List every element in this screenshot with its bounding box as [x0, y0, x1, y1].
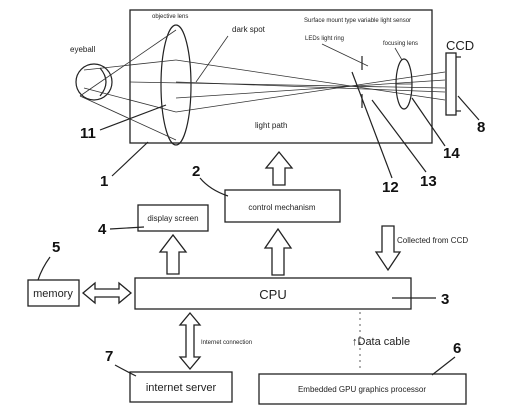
ccd-label: CCD — [446, 38, 474, 53]
num-7: 7 — [105, 348, 113, 365]
pointer-14 — [411, 97, 446, 147]
sensor-label: Surface mount type variable light sensor — [304, 18, 411, 24]
num-1: 1 — [100, 173, 108, 190]
eyeball-shape — [75, 63, 113, 101]
light-path-label: light path — [255, 121, 287, 130]
num-3: 3 — [441, 291, 449, 308]
light-ray — [79, 95, 177, 141]
pointer-5 — [37, 256, 51, 281]
num-5: 5 — [52, 239, 60, 256]
focusing-lens-label: focusing lens — [383, 41, 418, 47]
led-ring-pointer — [321, 43, 369, 67]
num-8: 8 — [477, 119, 485, 136]
num-12: 12 — [382, 179, 399, 196]
optical-housing-box — [129, 9, 433, 144]
focusing-lens-pointer — [394, 47, 403, 61]
arrow-control-to-housing — [264, 150, 294, 186]
gpu-label: Embedded GPU graphics processor — [298, 385, 426, 394]
light-ray — [79, 29, 177, 97]
cpu-label: CPU — [259, 287, 286, 302]
pointer-4 — [109, 226, 145, 230]
dark-spot-pointer — [195, 35, 229, 83]
light-ray — [83, 59, 177, 71]
light-ray — [83, 87, 177, 113]
pointer-6 — [431, 356, 456, 376]
arrow-cpu-to-control — [263, 227, 293, 276]
pointer-2 — [199, 177, 229, 197]
objective-lens-shape — [160, 24, 192, 146]
pointer-1 — [111, 141, 149, 177]
internet-server-label: internet server — [146, 382, 217, 394]
eye-cornea — [99, 67, 107, 97]
arrow-ccd-to-cpu — [374, 225, 402, 272]
pointer-7 — [114, 364, 137, 377]
internet-server-box — [129, 371, 233, 403]
eyeball-label: eyeball — [70, 45, 96, 54]
arrow-cpu-to-display — [158, 233, 188, 275]
arrow-cpu-internet — [178, 311, 202, 371]
pointer-8 — [457, 95, 480, 121]
led-ring-label: LEDs light ring — [305, 36, 344, 42]
light-ray — [175, 79, 446, 99]
num-11: 11 — [80, 125, 96, 142]
pointer-11 — [99, 104, 167, 131]
cpu-box — [134, 277, 412, 310]
num-2: 2 — [192, 163, 200, 180]
light-ray — [175, 71, 446, 113]
num-13: 13 — [420, 173, 437, 190]
control-mechanism-box — [224, 189, 341, 223]
control-mechanism-label: control mechanism — [248, 203, 315, 212]
light-ray — [175, 59, 446, 101]
pointer-13 — [371, 99, 427, 173]
memory-box — [27, 279, 80, 307]
internet-connection-label: Internet connection — [201, 340, 252, 346]
ccd-sensor — [445, 52, 457, 116]
objective-lens-label: objective lens — [152, 14, 188, 20]
display-screen-label: display screen — [147, 214, 198, 223]
memory-label: memory — [33, 288, 73, 300]
collected-from-ccd-label: Collected from CCD — [397, 236, 468, 245]
data-cable-label: ↑Data cable — [352, 336, 410, 348]
optical-axis — [129, 81, 446, 89]
num-14: 14 — [443, 145, 460, 162]
arrow-memory-cpu — [81, 281, 133, 305]
pointer-12 — [351, 71, 393, 179]
num-6: 6 — [453, 340, 461, 357]
display-screen-box — [137, 204, 209, 232]
gpu-box — [258, 373, 467, 405]
num-4: 4 — [98, 221, 107, 238]
dark-spot-label: dark spot — [232, 25, 266, 34]
